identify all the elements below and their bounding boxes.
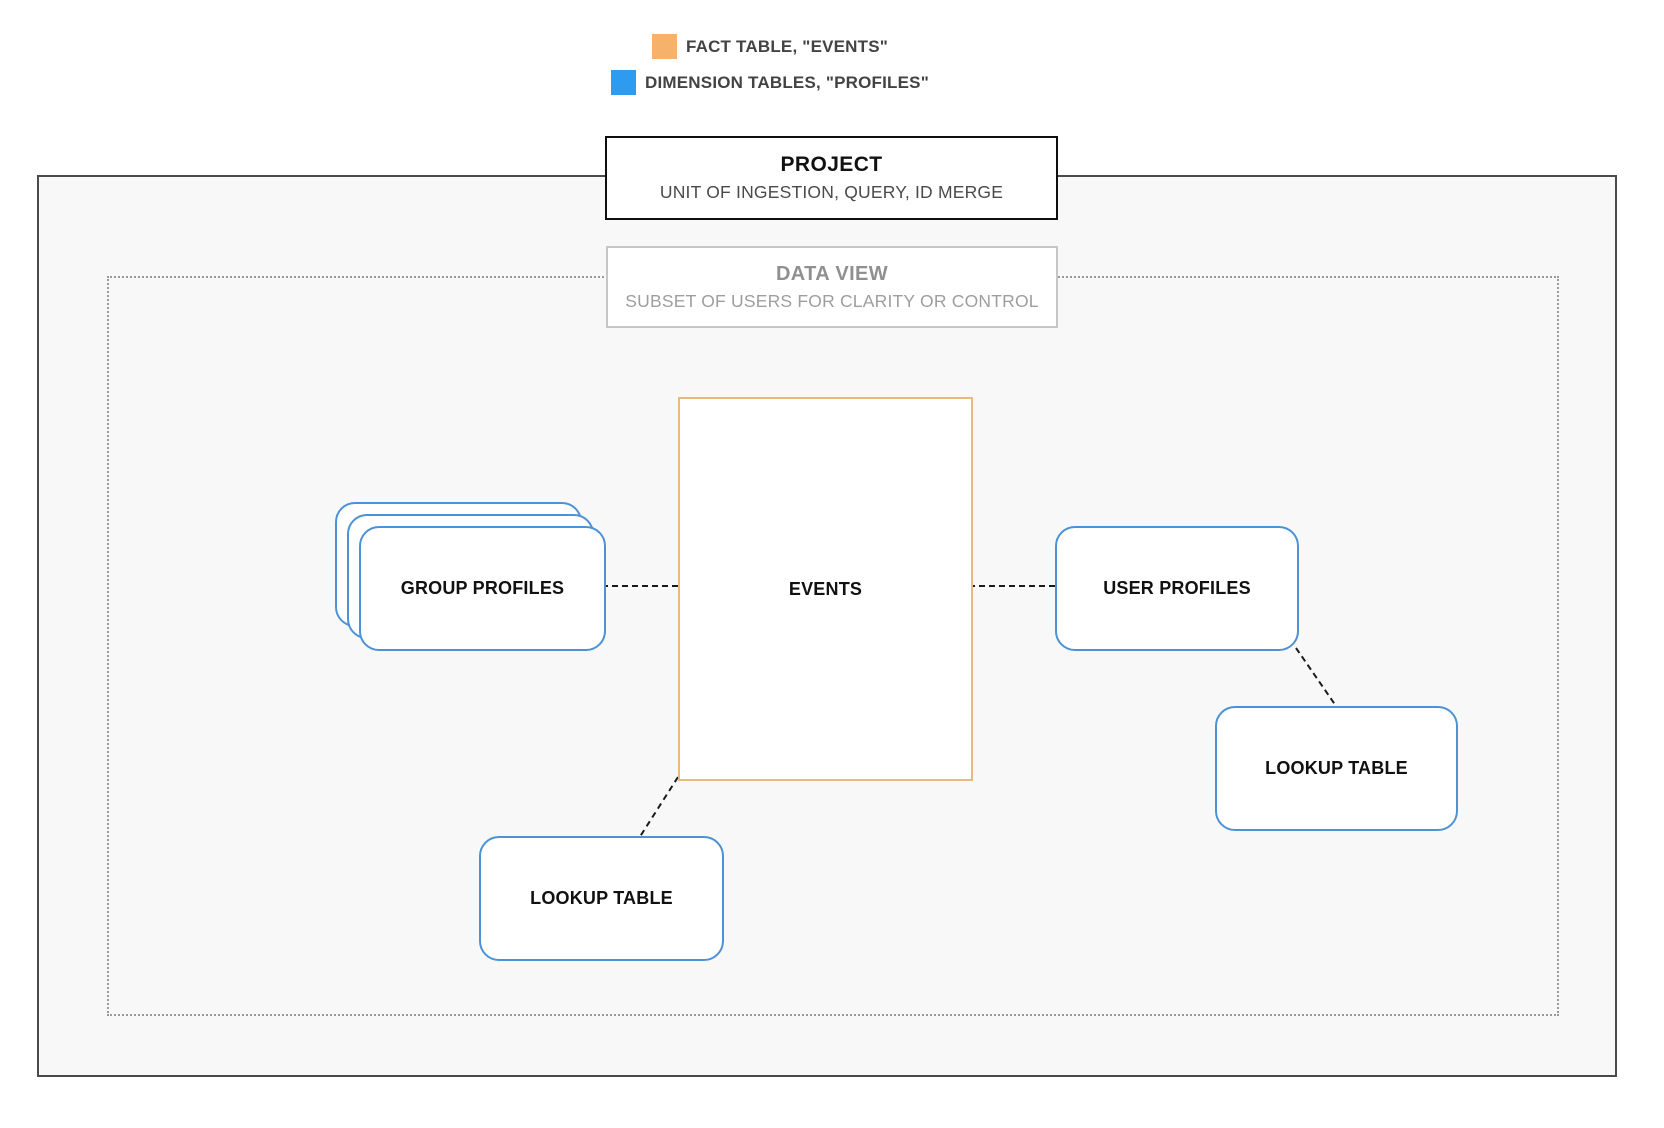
dimension-tables-swatch-icon (611, 70, 636, 95)
data-view-header-box: DATA VIEW SUBSET OF USERS FOR CLARITY OR… (606, 246, 1058, 328)
user-profiles-node: USER PROFILES (1055, 526, 1299, 651)
events-label: EVENTS (788, 578, 863, 599)
project-subtitle: UNIT OF INGESTION, QUERY, ID MERGE (659, 182, 1004, 202)
legend-item-fact-table: FACT TABLE, "EVENTS" (651, 34, 889, 59)
user-profiles-label: USER PROFILES (1103, 578, 1251, 598)
project-header-box: PROJECT UNIT OF INGESTION, QUERY, ID MER… (605, 136, 1058, 220)
connector-group-profiles-events (602, 585, 678, 587)
lookup-table-bottom-node: LOOKUP TABLE (479, 836, 724, 961)
lookup-table-label: LOOKUP TABLE (1265, 758, 1408, 778)
group-profiles-node: GROUP PROFILES (359, 526, 606, 651)
legend-item-dimension-tables: DIMENSION TABLES, "PROFILES" (611, 70, 929, 95)
project-title: PROJECT (780, 153, 883, 176)
events-node: EVENTS (678, 397, 973, 781)
data-view-subtitle: SUBSET OF USERS FOR CLARITY OR CONTROL (625, 290, 1039, 311)
legend: FACT TABLE, "EVENTS" DIMENSION TABLES, "… (0, 34, 1540, 95)
data-view-title: DATA VIEW (775, 262, 889, 285)
fact-table-swatch-icon (651, 34, 677, 59)
lookup-table-right-node: LOOKUP TABLE (1215, 706, 1458, 831)
connector-events-user-profiles (969, 585, 1055, 587)
legend-label: FACT TABLE, "EVENTS" (685, 36, 889, 56)
legend-label: DIMENSION TABLES, "PROFILES" (645, 72, 929, 92)
lookup-table-label: LOOKUP TABLE (530, 888, 673, 908)
group-profiles-label: GROUP PROFILES (400, 578, 565, 598)
